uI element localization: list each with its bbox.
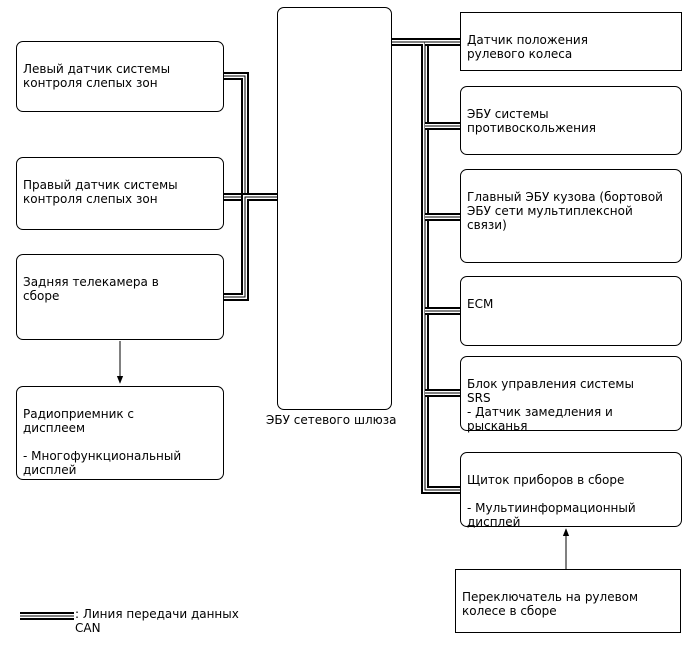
can-bus-right-trunk [392,38,460,494]
srs-airbag-label: Блок управления системы SRS - Датчик зам… [467,377,634,433]
combination-meter-label: Щиток приборов в сборе - Мультиинформаци… [467,473,636,529]
steering-pad-switch-label: Переключатель на рулевом колесе в сборе [462,590,639,618]
can-line-legend-icon [20,612,74,620]
skid-control-ecu-label: ЭБУ системы противоскольжения [467,107,596,135]
rear-camera-box: Задняя телекамера в сборе [16,254,224,340]
left-blind-spot-sensor-box: Левый датчик системы контроля слепых зон [16,41,224,112]
rear-camera-label: Задняя телекамера в сборе [23,275,159,303]
legend-label: : Линия передачи данных CAN [75,607,239,635]
radio-display-label: Радиоприемник с дисплеем - Многофункцион… [23,407,182,477]
gateway-ecu-label: ЭБУ сетевого шлюза [266,413,397,427]
left-blind-spot-sensor-label: Левый датчик системы контроля слепых зон [23,62,171,90]
ecm-box: ECM [460,276,682,346]
can-bus-rear-camera [224,193,277,301]
srs-airbag-box: Блок управления системы SRS - Датчик зам… [460,356,682,433]
can-bus-left-sensor [224,72,277,201]
steering-pad-switch-box: Переключатель на рулевом колесе в сборе [455,569,681,633]
radio-display-box: Радиоприемник с дисплеем - Многофункцион… [16,386,224,480]
combination-meter-box: Щиток приборов в сборе - Мультиинформаци… [460,452,682,529]
main-body-ecu-box: Главный ЭБУ кузова (бортовой ЭБУ сети му… [460,169,682,263]
main-body-ecu-label: Главный ЭБУ кузова (бортовой ЭБУ сети му… [467,190,663,232]
right-blind-spot-sensor-box: Правый датчик системы контроля слепых зо… [16,157,224,230]
gateway-ecu-box [277,7,392,410]
skid-control-ecu-box: ЭБУ системы противоскольжения [460,86,682,155]
steering-angle-sensor-box: Датчик положения рулевого колеса [460,12,682,71]
ecm-label: ECM [467,297,494,311]
steering-angle-sensor-label: Датчик положения рулевого колеса [467,33,588,61]
right-blind-spot-sensor-label: Правый датчик системы контроля слепых зо… [23,178,178,206]
